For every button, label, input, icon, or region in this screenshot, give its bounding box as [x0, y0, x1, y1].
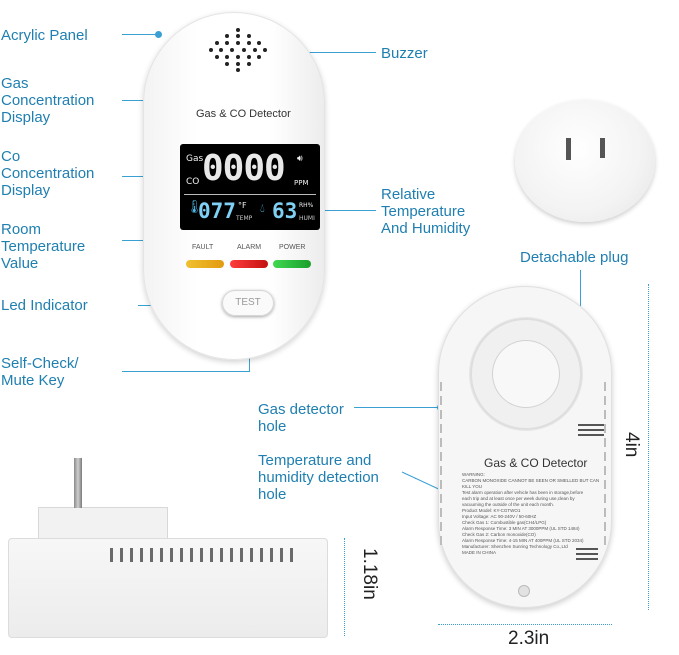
lcd-temp-unit: °F	[238, 201, 247, 210]
leader-selfcheck	[122, 371, 250, 372]
screw-icon	[518, 585, 530, 597]
dot-acrylic	[155, 31, 162, 38]
label-detachable-plug: Detachable plug	[520, 249, 629, 266]
label-self-check: Self-Check/ Mute Key	[1, 355, 79, 389]
label-relative-temperature: Relative Temperature And Humidity	[381, 186, 471, 237]
label-gas-hole: Gas detector hole	[258, 401, 344, 435]
lcd-display: Gas CO 0000 🔊︎ PPM 🌡︎ 077 °F TEMP 💧︎ 63 …	[180, 144, 320, 230]
width-dimension-line	[438, 624, 612, 625]
leader-buzzer	[266, 52, 376, 53]
side-plug-base	[38, 507, 168, 541]
lcd-gas-label: Gas	[186, 154, 204, 164]
power-label: POWER	[279, 244, 306, 251]
power-led	[273, 260, 311, 268]
device-title: Gas & CO Detector	[196, 108, 291, 120]
alarm-led	[230, 260, 268, 268]
lcd-humidity-unit: RH%	[299, 202, 314, 209]
leader-relative	[324, 210, 376, 211]
back-title: Gas & CO Detector	[484, 456, 588, 470]
gas-detector-vents	[440, 382, 446, 582]
leader-acrylic	[122, 34, 158, 35]
label-acrylic-panel: Acrylic Panel	[1, 27, 88, 44]
fault-led	[186, 260, 224, 268]
label-gas-concentration: Gas Concentration Display	[1, 75, 95, 126]
depth-dimension: 1.18in	[359, 548, 380, 600]
test-button[interactable]: TEST	[222, 290, 274, 316]
plug-prong-left	[566, 138, 571, 160]
depth-dimension-line	[344, 538, 345, 636]
buzzer-grille	[205, 28, 275, 78]
lcd-ppm-value: 0000	[202, 148, 286, 189]
detector-side	[8, 538, 328, 638]
back-spec-label: WARNING: CARBON MONOXIDE CANNOT BE SEEN …	[462, 472, 600, 555]
lcd-temp-value: 077	[198, 199, 236, 223]
label-temp-hole: Temperature and humidity detection hole	[258, 452, 379, 503]
lcd-temp-label: TEMP	[236, 215, 253, 222]
height-dimension-line	[648, 284, 649, 610]
side-plug-prong	[74, 458, 82, 508]
back-vent-slots	[578, 424, 604, 440]
height-dimension: 4in	[621, 432, 642, 458]
plug-adapter	[515, 100, 655, 222]
fault-label: FAULT	[192, 244, 214, 251]
side-vents	[100, 548, 320, 568]
thermometer-icon: 🌡︎	[186, 200, 203, 215]
leader-gas-hole	[354, 407, 440, 408]
lcd-humidity-label: HUMI	[299, 215, 315, 222]
lcd-ppm-unit: PPM	[294, 179, 309, 187]
lcd-humidity-value: 63	[272, 199, 298, 223]
label-led-indicator: Led Indicator	[1, 297, 88, 314]
droplet-icon: 💧︎	[260, 201, 265, 215]
plug-prong-right	[600, 138, 605, 158]
temperature-humidity-hole	[576, 548, 598, 562]
width-dimension: 2.3in	[508, 628, 550, 649]
alarm-label: ALARM	[237, 244, 262, 251]
label-co-concentration: Co Concentration Display	[1, 148, 95, 199]
lcd-co-label: CO	[186, 177, 200, 187]
label-room-temperature: Room Temperature Value	[1, 221, 86, 272]
sound-icon: 🔊︎	[297, 154, 303, 164]
label-buzzer: Buzzer	[381, 45, 428, 62]
